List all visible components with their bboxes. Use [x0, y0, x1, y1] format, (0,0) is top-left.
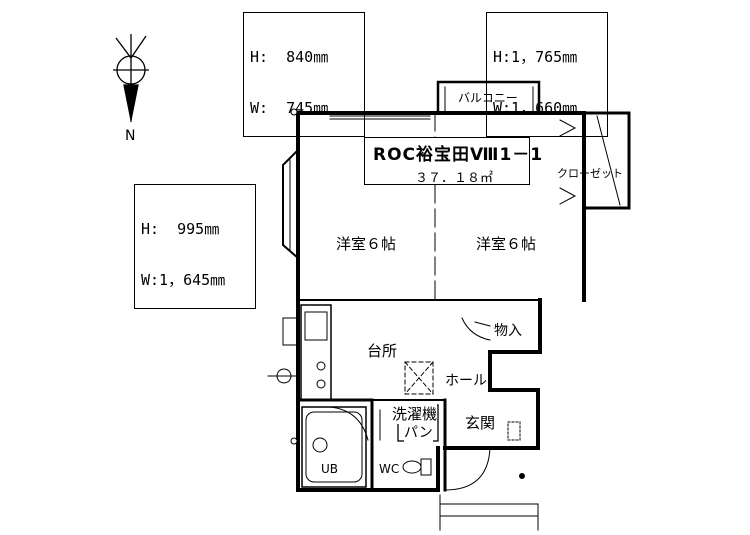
window-height-top-left: H: 840㎜ — [250, 48, 329, 66]
room-label-closet: クローゼット — [557, 167, 623, 180]
window-height-top-right: H:1，765㎜ — [493, 48, 578, 66]
room-label-washer: 洗濯機 — [392, 403, 438, 424]
room-label-bath: UB — [321, 462, 339, 476]
plan-title: ROC裕宝田Ⅷ1－1 ３７．１８㎡ — [364, 137, 544, 186]
window-dimension-top-right: H:1，765㎜ W:1，660㎜ — [486, 12, 608, 137]
room-label-toilet: WC — [379, 462, 400, 476]
window-height-left: H: 995㎜ — [141, 220, 220, 238]
room-label-western-1: 洋室６帖 — [336, 235, 397, 253]
room-label-storage: 物入 — [494, 323, 522, 339]
room-label-pan: パン — [404, 422, 433, 442]
room-label-entrance: 玄関 — [465, 414, 496, 432]
room-label-hall: ホール — [445, 373, 487, 389]
compass-icon — [113, 34, 149, 122]
window-dimension-left: H: 995㎜ W:1，645㎜ — [134, 184, 256, 309]
plan-area-text: ３７．１８㎡ — [415, 171, 494, 186]
room-label-western-2: 洋室６帖 — [476, 235, 537, 253]
window-dimension-top-left: H: 840㎜ W: 745㎜ — [243, 12, 365, 137]
compass-north-label: N — [125, 128, 136, 144]
window-width-left: W:1，645㎜ — [141, 271, 226, 289]
room-label-kitchen: 台所 — [367, 342, 398, 360]
plan-title-text: ROC裕宝田Ⅷ1－1 — [373, 145, 544, 165]
room-label-balcony: バルコニー — [458, 91, 518, 105]
